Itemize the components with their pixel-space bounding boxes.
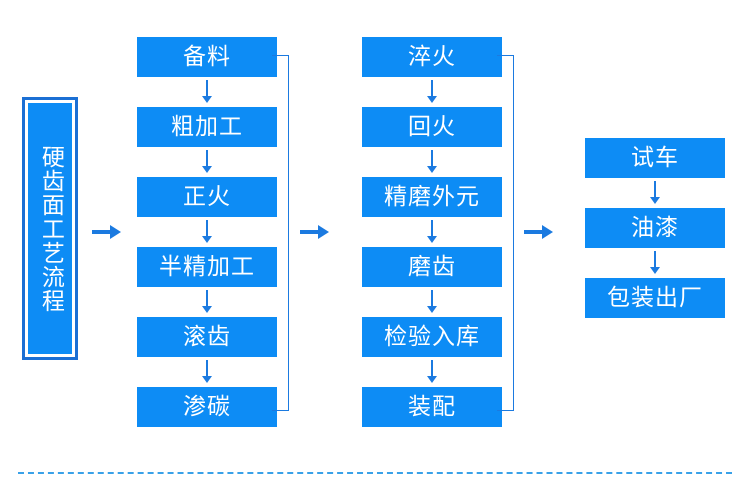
process-title-text: 硬齿面工艺流程 xyxy=(37,144,64,313)
arrow-down-icon-c2-5 xyxy=(424,360,440,384)
process-box-column-3-step-2[interactable]: 油漆 xyxy=(585,208,725,248)
connector-bracket-column-1 xyxy=(272,55,289,411)
arrow-down-icon-c3-1 xyxy=(647,181,663,205)
process-box-column-1-step-6[interactable]: 渗碳 xyxy=(137,387,277,427)
process-box-label: 油漆 xyxy=(631,214,679,241)
arrow-down-icon-c1-3 xyxy=(199,220,215,244)
process-box-label: 备料 xyxy=(183,43,231,70)
process-box-label: 粗加工 xyxy=(171,113,243,140)
arrow-down-icon-c1-5 xyxy=(199,360,215,384)
arrow-down-icon-c1-4 xyxy=(199,290,215,314)
process-title-label-fill: 硬齿面工艺流程 xyxy=(28,103,72,354)
process-box-column-2-step-6[interactable]: 装配 xyxy=(362,387,502,427)
process-box-column-3-step-3[interactable]: 包装出厂 xyxy=(585,278,725,318)
process-box-column-1-step-1[interactable]: 备料 xyxy=(137,37,277,77)
process-box-column-1-step-5[interactable]: 滚齿 xyxy=(137,317,277,357)
process-box-column-2-step-3[interactable]: 精磨外元 xyxy=(362,177,502,217)
arrow-down-icon-c2-2 xyxy=(424,150,440,174)
process-box-label: 装配 xyxy=(408,393,456,420)
process-box-column-1-step-4[interactable]: 半精加工 xyxy=(137,247,277,287)
arrow-down-icon-c2-1 xyxy=(424,80,440,104)
process-box-label: 磨齿 xyxy=(408,253,456,280)
arrow-right-icon-column-2-to-column-3 xyxy=(524,222,554,242)
arrow-down-icon-c2-3 xyxy=(424,220,440,244)
process-box-column-2-step-4[interactable]: 磨齿 xyxy=(362,247,502,287)
process-box-label: 半精加工 xyxy=(159,253,255,280)
arrow-down-icon-c1-2 xyxy=(199,150,215,174)
process-box-label: 渗碳 xyxy=(183,393,231,420)
process-box-label: 淬火 xyxy=(408,43,456,70)
arrow-right-icon-label-to-column-1 xyxy=(92,222,122,242)
arrow-down-icon-c1-1 xyxy=(199,80,215,104)
process-box-column-1-step-3[interactable]: 正火 xyxy=(137,177,277,217)
connector-bracket-column-2 xyxy=(497,55,514,411)
process-box-label: 正火 xyxy=(183,183,231,210)
process-title-label: 硬齿面工艺流程 xyxy=(22,97,78,360)
process-box-label: 回火 xyxy=(408,113,456,140)
bottom-dashed-divider xyxy=(18,472,732,474)
arrow-down-icon-c2-4 xyxy=(424,290,440,314)
process-box-column-1-step-2[interactable]: 粗加工 xyxy=(137,107,277,147)
arrow-down-icon-c3-2 xyxy=(647,251,663,275)
arrow-right-icon-column-1-to-column-2 xyxy=(300,222,330,242)
process-box-label: 包装出厂 xyxy=(607,284,703,311)
process-box-label: 精磨外元 xyxy=(384,183,480,210)
process-box-column-2-step-2[interactable]: 回火 xyxy=(362,107,502,147)
process-box-label: 滚齿 xyxy=(183,323,231,350)
process-box-column-3-step-1[interactable]: 试车 xyxy=(585,138,725,178)
process-box-column-2-step-5[interactable]: 检验入库 xyxy=(362,317,502,357)
process-box-label: 试车 xyxy=(631,144,679,171)
process-box-column-2-step-1[interactable]: 淬火 xyxy=(362,37,502,77)
process-box-label: 检验入库 xyxy=(384,323,480,350)
